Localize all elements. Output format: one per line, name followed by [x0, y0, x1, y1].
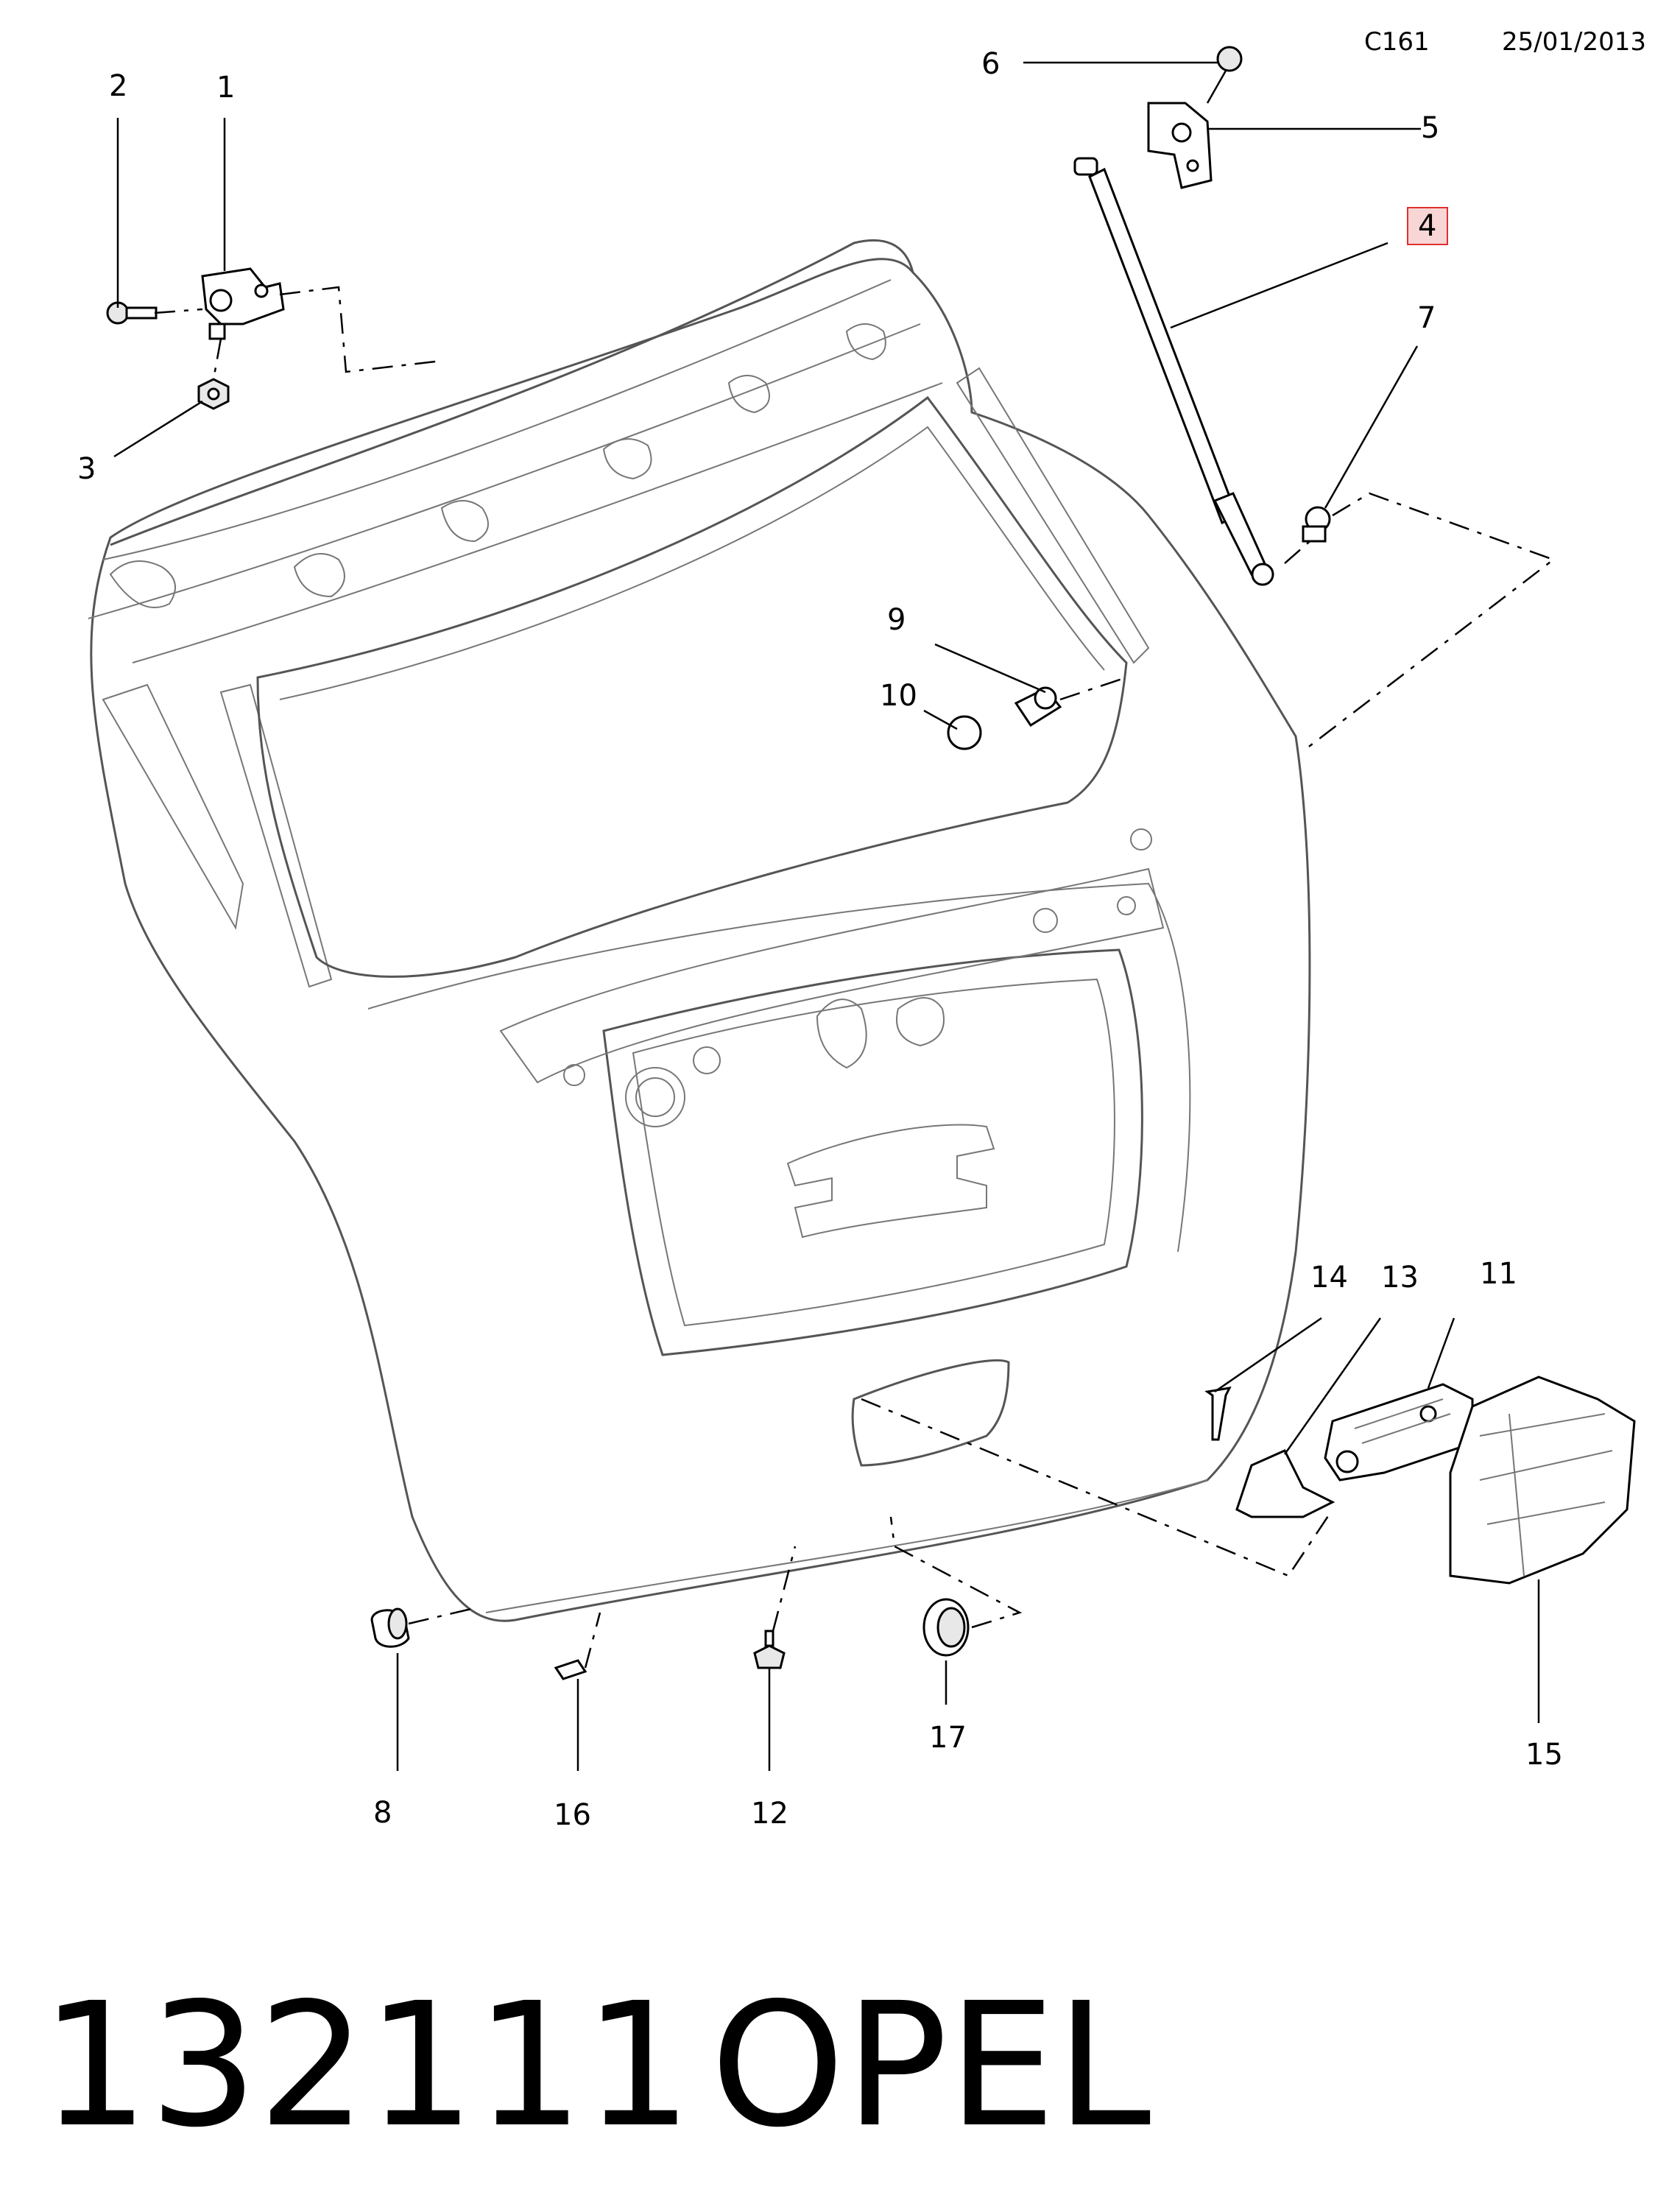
callout-5: 5	[1421, 111, 1439, 145]
leader-lines	[113, 61, 1540, 1771]
part-14-screw	[1204, 1387, 1232, 1441]
drawing-date: 25/01/2013	[1502, 27, 1646, 57]
callout-13: 13	[1381, 1261, 1419, 1295]
callout-15: 15	[1525, 1738, 1563, 1772]
part-8-bump-stop	[370, 1607, 410, 1648]
part-5-bracket	[1147, 102, 1213, 189]
callout-16: 16	[554, 1798, 591, 1832]
part-11-latch	[1324, 1383, 1474, 1482]
callout-9: 9	[887, 603, 906, 637]
callout-7: 7	[1417, 301, 1436, 335]
part-15-cover	[1449, 1376, 1636, 1585]
part-1-hinge	[201, 267, 285, 340]
part-13-latch-base	[1235, 1449, 1335, 1518]
callout-4: 4	[1418, 209, 1436, 243]
callout-14: 14	[1310, 1261, 1348, 1295]
callout-4-highlight	[1407, 207, 1448, 245]
part-3-nut	[197, 378, 230, 410]
callout-10: 10	[880, 679, 917, 713]
part-17-grommet	[922, 1598, 970, 1657]
part-16-clip	[554, 1659, 587, 1680]
dashed-lines	[154, 286, 1556, 1669]
callout-11: 11	[1480, 1257, 1517, 1291]
callout-17: 17	[929, 1721, 967, 1755]
part-7-ball-stud	[1302, 506, 1331, 543]
callout-6: 6	[981, 47, 1000, 81]
callout-12: 12	[751, 1797, 788, 1831]
callout-1: 1	[216, 71, 235, 105]
tailgate-panel	[88, 239, 1311, 1622]
callout-8: 8	[373, 1796, 392, 1830]
callout-3: 3	[77, 452, 96, 486]
part-6-bolt	[1206, 46, 1243, 104]
part-9-buffer	[1014, 686, 1062, 728]
drawing-code: C161	[1364, 27, 1430, 57]
part-12-screw	[753, 1630, 786, 1669]
diagram-number: 132111	[40, 1966, 693, 2165]
callout-2: 2	[109, 69, 127, 103]
brand-name: OPEL	[710, 1966, 1151, 2165]
part-10-cap	[947, 715, 982, 750]
part-4-gas-strut	[1073, 157, 1274, 586]
part-2-bolt	[106, 301, 158, 325]
